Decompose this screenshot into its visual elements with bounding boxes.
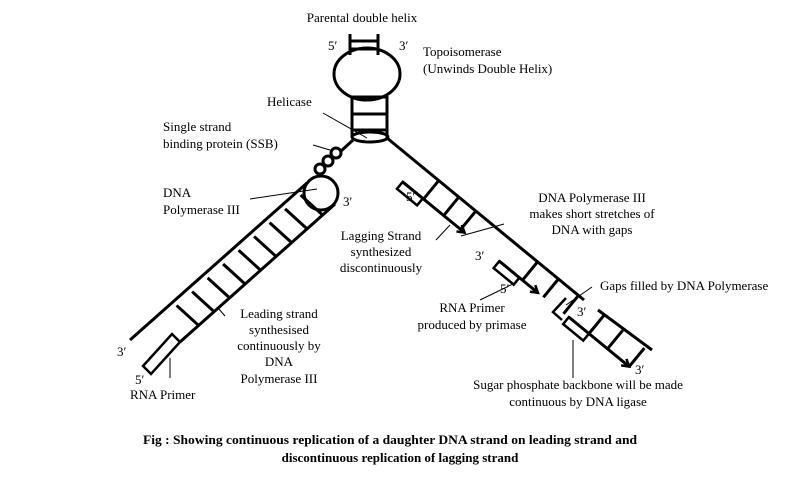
ssb-label-line1: Single strand [163,119,232,134]
three-prime-label: 3′ [399,38,409,53]
polymerase-label-line2: Polymerase III [163,202,240,217]
ladder-rung [606,329,624,350]
okazaki-fragments [395,179,646,369]
ladder-rung [628,347,646,368]
dna-polymerase-iii-shape [302,174,340,212]
lagging-label-line3: discontinuously [340,260,423,275]
leading-strand-ladder [129,181,336,376]
three-prime-label: 3′ [475,248,485,263]
topoisomerase-label: Topoisomerase [423,44,502,59]
rna-primer [491,259,522,287]
ladder-rung [191,290,216,313]
ladder-rung [284,207,309,230]
figure-caption-line1: Fig : Showing continuous replication of … [143,432,638,447]
five-prime-label: 5′ [406,189,416,204]
figure-caption-line2: discontinuous replication of lagging str… [282,450,519,465]
polymerase-gaps-line1: DNA Polymerase III [538,190,646,205]
five-prime-label: 5′ [135,372,145,387]
lagging-label-line1: Lagging Strand [341,228,422,243]
ladder-rung [299,193,324,217]
five-prime-label: 5′ [328,38,338,53]
ladder-rung [521,260,539,282]
leading-label-line2: synthesised [249,322,309,337]
helicase-label: Helicase [267,94,312,109]
lagging-label-line2: synthesized [351,244,412,259]
five-prime-label: 5′ [500,281,510,296]
arrow-head [620,358,632,369]
rna-primer-label: RNA Primer [130,387,196,402]
ladder-rung [253,235,278,258]
arrow-head [456,224,467,235]
leading-label-line3: continuously by [237,338,321,353]
pointer-lines [169,112,593,378]
ladder-rung [587,314,606,335]
ladder-rung [206,276,231,299]
polymerase-gaps-line2: makes short stretches of [529,206,655,221]
ladder-rung [542,277,560,299]
ladder-rung [422,179,440,200]
rna-primer [395,180,425,208]
three-prime-label: 3′ [635,362,645,377]
three-prime-label: 3′ [117,344,127,359]
ladder-rung [442,196,461,217]
topoisomerase-desc: (Unwinds Double Helix) [423,61,552,76]
polymerase-label-line1: DNA [163,185,192,200]
lagging-template-segment [597,308,653,352]
leading-label-line4: DNA [265,354,294,369]
ladder-rung [222,262,247,286]
ladder-rung [237,249,262,272]
three-prime-label: 3′ [577,304,587,319]
gap-fill-arrow [551,297,567,321]
ssb-proteins [313,138,355,176]
three-prime-label: 3′ [343,194,353,209]
ladder-rung [175,304,200,327]
topoisomerase-shape [332,46,402,102]
ligase-label-line1: Sugar phosphate backbone will be made [473,377,683,392]
primase-label-line1: RNA Primer [439,300,505,315]
helicase-shape [350,95,390,144]
ligase-label-line2: continuous by DNA ligase [509,394,647,409]
primase-label-line2: produced by primase [417,317,526,332]
arrow-head [529,284,540,295]
ladder-rung [268,221,293,244]
parental-helix-label: Parental double helix [307,10,418,25]
parental-double-helix [348,34,380,55]
lagging-template-strand [386,136,585,302]
leading-label-line1: Leading strand [240,306,318,321]
gaps-filled-label: Gaps filled by DNA Polymerase [600,278,768,293]
polymerase-gaps-line3: DNA with gaps [552,222,633,237]
leading-label-line5: Polymerase III [241,371,318,386]
rna-primer [561,315,591,343]
ssb-label-line2: binding protein (SSB) [163,136,278,151]
